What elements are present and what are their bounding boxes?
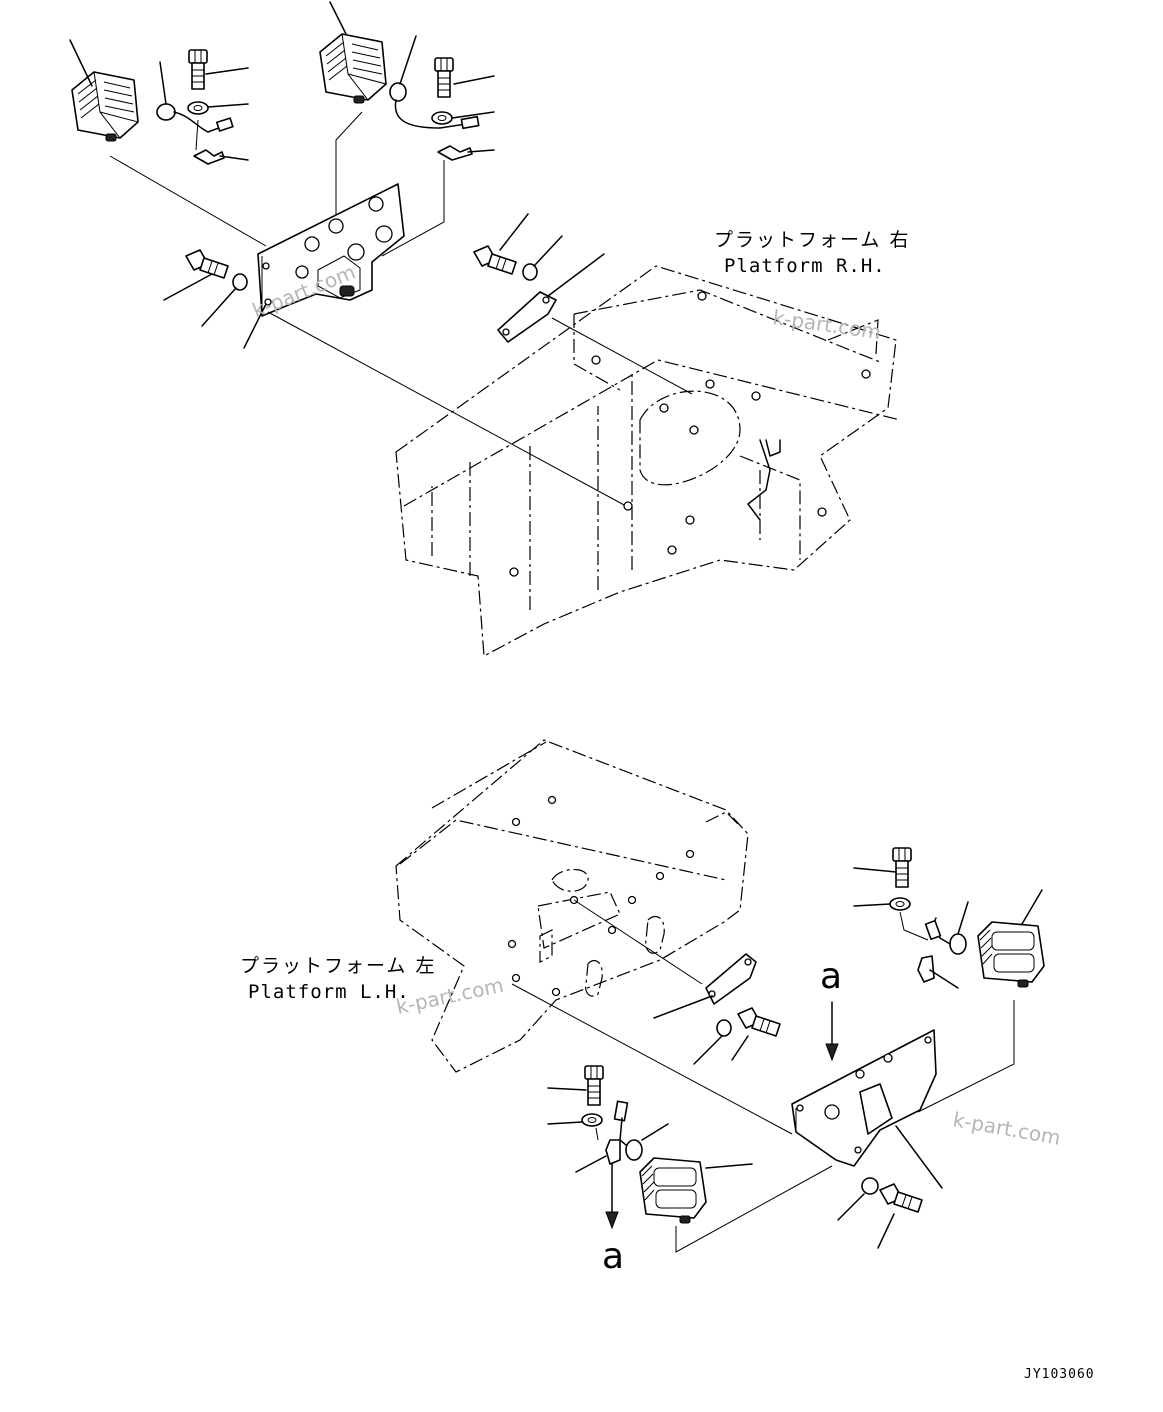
clamp-icon bbox=[917, 955, 935, 983]
bracket-icon bbox=[257, 183, 405, 317]
bolt-icon bbox=[584, 1065, 604, 1106]
washer-icon bbox=[861, 1177, 879, 1195]
platform-lh-label-en: Platform L.H. bbox=[248, 981, 410, 1003]
clamp-icon bbox=[193, 149, 225, 165]
work-lamp-icon bbox=[977, 921, 1045, 988]
platform-lh-label-jp: プラットフォーム 左 bbox=[240, 955, 436, 977]
arrow-down-icon bbox=[825, 1001, 839, 1062]
work-lamp-icon bbox=[319, 33, 387, 104]
watermark: k-part.com bbox=[394, 973, 506, 1019]
watermark: k-part.com bbox=[951, 1107, 1062, 1150]
leader-line bbox=[69, 39, 93, 87]
work-lamp-icon bbox=[71, 71, 139, 142]
bracket-icon bbox=[791, 1029, 937, 1167]
bolt-icon bbox=[185, 249, 229, 279]
washer-icon bbox=[187, 101, 209, 115]
cover-plate-icon bbox=[705, 953, 757, 1005]
grommet-icon bbox=[924, 917, 967, 955]
bolt-icon bbox=[434, 57, 454, 98]
view-marker-top: a bbox=[820, 956, 842, 997]
washer-icon bbox=[522, 263, 538, 281]
grommet-icon bbox=[613, 1100, 643, 1161]
washer-icon bbox=[581, 1113, 603, 1127]
platform-rh-frame bbox=[395, 265, 901, 657]
bolt-icon bbox=[737, 1007, 781, 1037]
clamp-icon bbox=[605, 1139, 621, 1165]
grommet-icon bbox=[156, 103, 234, 133]
arrow-down-icon bbox=[605, 1163, 619, 1230]
cover-plate-icon bbox=[497, 291, 557, 343]
clamp-icon bbox=[437, 145, 473, 161]
platform-rh-label-jp: プラットフォーム 右 bbox=[714, 229, 910, 251]
washer-icon bbox=[232, 273, 248, 291]
washer-icon bbox=[889, 897, 911, 911]
bolt-icon bbox=[892, 847, 912, 888]
grommet-icon bbox=[389, 82, 480, 130]
washer-icon bbox=[431, 111, 453, 125]
drawing-code: JY103060 bbox=[1024, 1367, 1095, 1382]
work-lamp-icon bbox=[639, 1157, 707, 1224]
platform-rh-label-en: Platform R.H. bbox=[724, 255, 886, 277]
bolt-icon bbox=[188, 49, 208, 90]
washer-icon bbox=[716, 1019, 732, 1037]
bolt-icon bbox=[879, 1183, 923, 1213]
platform-lh-frame bbox=[395, 739, 749, 1073]
watermark: k-part.com bbox=[771, 305, 882, 344]
view-marker-bottom: a bbox=[602, 1236, 624, 1277]
bolt-icon bbox=[473, 245, 517, 275]
